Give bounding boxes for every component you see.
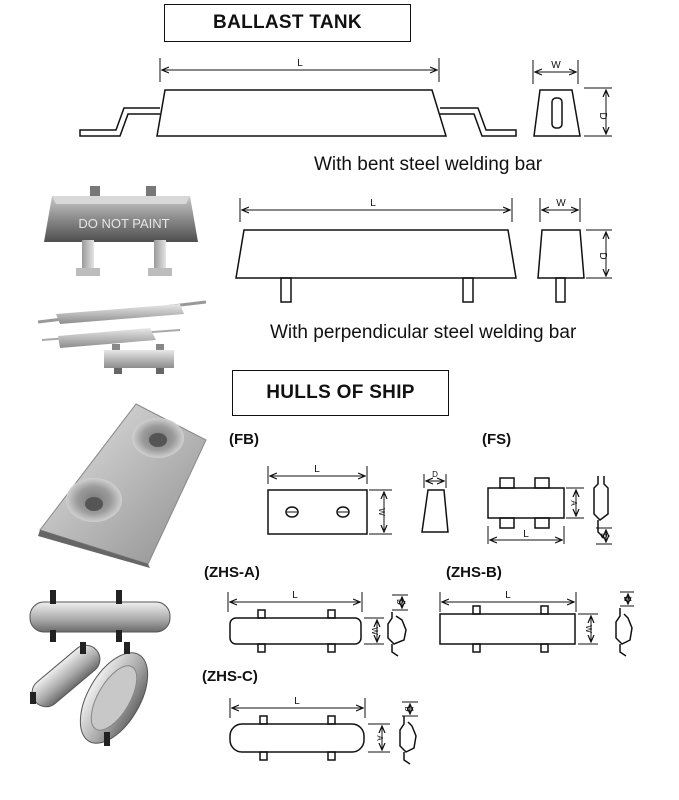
- dim-d-zhs-a: D: [395, 599, 404, 605]
- dim-d-bent: D: [597, 112, 608, 119]
- dim-w-zhs-b: W: [584, 625, 593, 633]
- bent-bar-anode-end-view: [532, 60, 612, 137]
- hull-bolt-anode-photo: [38, 403, 207, 568]
- do-not-paint-stamp: DO NOT PAINT: [78, 216, 169, 231]
- zhs-c-anode-drawing: [229, 698, 418, 765]
- dim-l-perp: L: [370, 198, 376, 209]
- perpendicular-bar-caption: With perpendicular steel welding bar: [270, 322, 577, 343]
- fb-anode-drawing: [267, 466, 449, 535]
- dim-d-fb: D: [432, 470, 438, 479]
- hulls-of-ship-title: HULLS OF SHIP: [232, 370, 449, 416]
- dim-a-zhs-c: A: [375, 735, 384, 741]
- dim-w-bent: W: [551, 60, 561, 71]
- ballast-anodes-group-photo: [37, 300, 207, 374]
- dim-l-zhs-a: L: [292, 590, 298, 601]
- dim-l-bent: L: [297, 58, 303, 69]
- dim-d-zhs-b: D: [622, 596, 629, 601]
- dim-l-zhs-b: L: [505, 590, 511, 601]
- dim-w-zhs-a: W: [370, 627, 379, 635]
- ballast-tank-title: BALLAST TANK: [164, 4, 411, 42]
- model-zhs-a-label: (ZHS-A): [204, 564, 260, 581]
- model-zhs-c-label: (ZHS-C): [202, 668, 258, 685]
- bent-bar-caption: With bent steel welding bar: [314, 154, 543, 175]
- dim-d-perp: D: [597, 252, 608, 259]
- model-fs-label: (FS): [482, 431, 512, 448]
- perpendicular-bar-anode-side-view: [235, 198, 517, 303]
- perpendicular-bar-anode-end-view: [537, 198, 612, 303]
- dim-l-fb: L: [314, 464, 320, 475]
- dim-w-perp: W: [556, 198, 566, 209]
- zhs-a-anode-drawing: [227, 592, 408, 657]
- dim-l-zhs-c: L: [294, 696, 300, 707]
- fs-anode-drawing: [487, 476, 612, 545]
- model-zhs-b-label: (ZHS-B): [446, 564, 502, 581]
- dim-d-fs: D: [599, 533, 608, 539]
- dim-a-fs: A: [569, 500, 578, 506]
- do-not-paint-anode-photo: DO NOT PAINT: [44, 186, 198, 276]
- dim-d-zhs-c: D: [403, 706, 410, 711]
- zhs-hull-anodes-photo: [29, 590, 171, 746]
- model-fb-label: (FB): [229, 431, 259, 448]
- dim-w-fb: W: [377, 508, 386, 516]
- zhs-b-anode-drawing: [439, 591, 634, 657]
- dim-l-fs: L: [523, 529, 529, 540]
- bent-bar-anode-side-view: [79, 58, 517, 137]
